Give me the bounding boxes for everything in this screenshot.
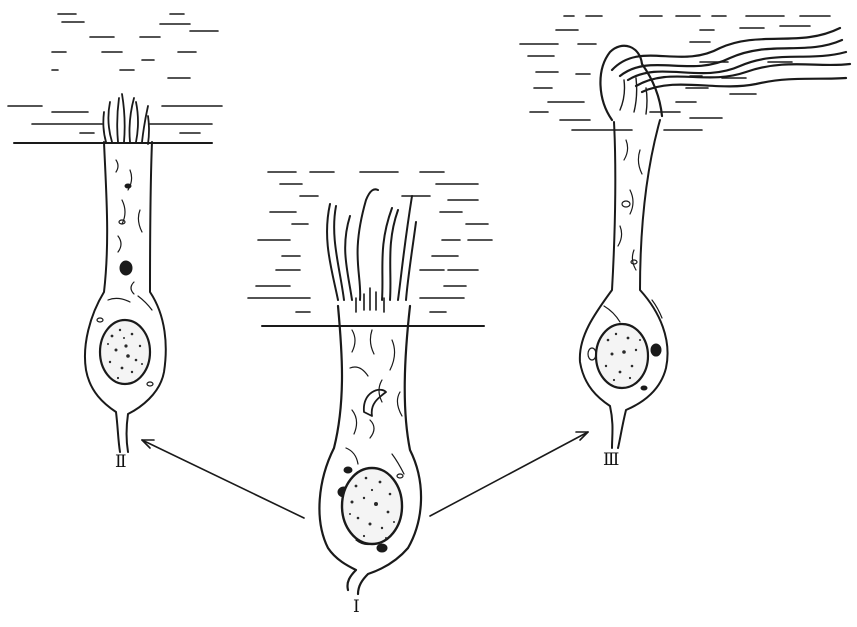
cell-ii-granule bbox=[120, 261, 132, 275]
label-cell-iii: Ⅲ bbox=[603, 452, 619, 469]
cell-ii bbox=[85, 94, 166, 452]
arrow-to-cell-iii bbox=[430, 432, 588, 516]
label-cell-i: I bbox=[353, 599, 360, 616]
cell-iii bbox=[580, 28, 850, 448]
cell-iii-cilia bbox=[612, 28, 850, 92]
cell-i bbox=[319, 189, 421, 594]
cell-i-nucleus bbox=[342, 468, 402, 544]
cell-iii-outline bbox=[580, 120, 668, 448]
cell-ii-outline bbox=[85, 142, 166, 452]
label-cell-ii: Ⅱ bbox=[115, 454, 127, 471]
cell-i-outline bbox=[319, 306, 421, 594]
cell-ii-microvilli bbox=[103, 94, 149, 144]
cell-ii-nucleus bbox=[100, 320, 150, 384]
arrow-to-cell-ii bbox=[142, 440, 304, 518]
cell-i-cilia bbox=[327, 189, 416, 300]
fluid-layer-left bbox=[8, 14, 222, 143]
cell-i-golgi bbox=[364, 390, 386, 416]
cell-iii-nucleus bbox=[596, 324, 648, 388]
